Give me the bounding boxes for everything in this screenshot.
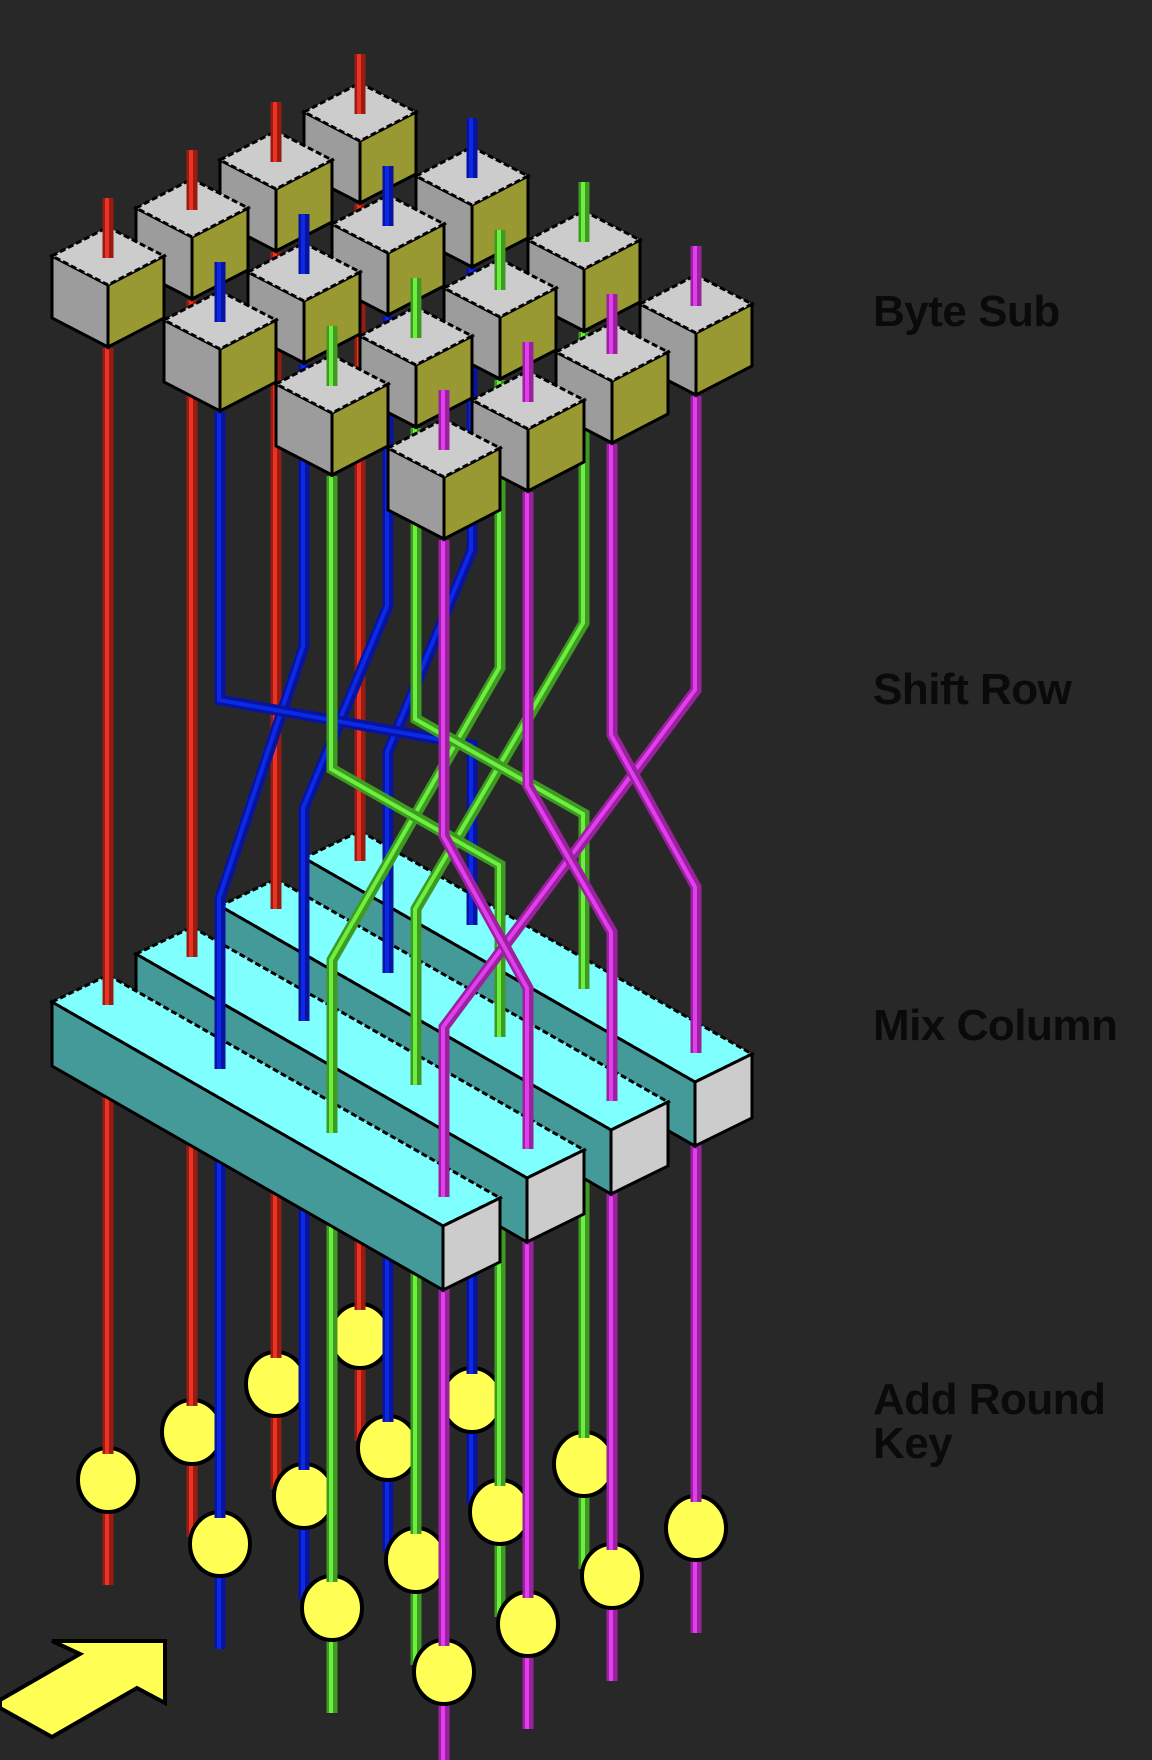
round-key-cell xyxy=(300,1173,364,1713)
slab-end-face xyxy=(441,1195,502,1293)
key-input-wire xyxy=(298,1432,310,1470)
round-key-circle xyxy=(580,1542,644,1610)
input-wire xyxy=(326,326,338,386)
label-byte-sub: Byte Sub xyxy=(873,287,1060,336)
input-wire xyxy=(382,166,394,226)
input-wire xyxy=(578,182,590,242)
key-input-wire xyxy=(186,1368,198,1406)
key-input-wire xyxy=(410,1496,422,1534)
shift-row-wire xyxy=(522,492,618,1101)
input-wire xyxy=(438,390,450,450)
round-key-circle xyxy=(664,1494,728,1562)
slab-end-face xyxy=(525,1147,586,1245)
sbox-cube xyxy=(160,262,280,414)
shift-row-wire xyxy=(438,540,534,1149)
input-wire xyxy=(214,262,226,322)
key-input-wire xyxy=(270,1320,282,1358)
input-wire xyxy=(494,230,506,290)
key-input-wire xyxy=(354,1272,366,1310)
key-input-wire xyxy=(578,1400,590,1438)
sbox-cube xyxy=(636,246,756,398)
sbox-cube xyxy=(384,390,504,542)
key-input-wire xyxy=(606,1512,618,1550)
input-wire xyxy=(270,102,282,162)
input-wire xyxy=(690,246,702,306)
round-key-cell xyxy=(412,1237,476,1760)
input-wire xyxy=(410,278,422,338)
shift-row-wire xyxy=(102,348,114,1005)
round-key-circle xyxy=(76,1446,140,1514)
add-round-key-layer xyxy=(76,901,728,1760)
round-key-circle xyxy=(160,1398,224,1466)
round-key-circle xyxy=(300,1574,364,1642)
label-mix-column: Mix Column xyxy=(873,1001,1118,1050)
input-wire xyxy=(606,294,618,354)
round-key-cell xyxy=(496,1189,560,1729)
round-key-cell xyxy=(552,1029,616,1569)
round-key-cell xyxy=(580,1141,644,1681)
key-input-wire xyxy=(326,1544,338,1582)
round-key-circle xyxy=(188,1510,252,1578)
mix-column-layer xyxy=(48,829,756,1293)
round-key-cell xyxy=(188,1109,252,1649)
label-add-round-key: Add Round Key xyxy=(873,1375,1106,1468)
round-key-cell xyxy=(76,1045,140,1585)
input-wire xyxy=(186,150,198,210)
slab-end-face xyxy=(693,1051,754,1149)
label-shift-row: Shift Row xyxy=(873,665,1072,714)
round-key-circle xyxy=(328,1302,392,1370)
round-key-circle xyxy=(552,1430,616,1498)
shift-row-wire xyxy=(410,428,590,989)
sbox-cube xyxy=(328,166,448,318)
shift-row-wire xyxy=(214,364,310,1069)
sbox-cube xyxy=(524,182,644,334)
shift-row-wire xyxy=(214,412,478,925)
byte-sub-layer xyxy=(48,54,756,542)
round-key-circle xyxy=(496,1590,560,1658)
round-key-circle xyxy=(468,1478,532,1546)
round-key-circle xyxy=(272,1462,336,1530)
key-input-wire xyxy=(466,1336,478,1374)
slab-end-face xyxy=(609,1099,670,1197)
mix-column-slab xyxy=(48,973,504,1293)
up-right-arrow-icon xyxy=(0,1639,167,1740)
round-key-circle xyxy=(356,1414,420,1482)
key-input-wire xyxy=(438,1608,450,1646)
input-wire xyxy=(522,342,534,402)
sbox-cube xyxy=(468,342,588,494)
input-wire xyxy=(298,214,310,274)
round-key-circle xyxy=(384,1526,448,1594)
key-input-wire xyxy=(522,1560,534,1598)
round-key-circle xyxy=(412,1638,476,1706)
key-input-wire xyxy=(214,1480,226,1518)
input-wire xyxy=(354,54,366,114)
sbox-cube xyxy=(272,326,392,478)
key-input-wire xyxy=(382,1384,394,1422)
input-wire xyxy=(102,198,114,258)
sbox-cube xyxy=(48,198,168,350)
key-input-wire xyxy=(690,1464,702,1502)
round-key-cell xyxy=(664,1093,728,1633)
sbox-cube xyxy=(244,214,364,366)
direction-arrow-icon xyxy=(0,1639,167,1740)
shift-row-wire xyxy=(186,300,198,957)
round-key-circle xyxy=(440,1366,504,1434)
key-input-wire xyxy=(494,1448,506,1486)
key-input-wire xyxy=(102,1416,114,1454)
shift-row-wire xyxy=(606,444,702,1053)
round-key-circle xyxy=(244,1350,308,1418)
input-wire xyxy=(466,118,478,178)
